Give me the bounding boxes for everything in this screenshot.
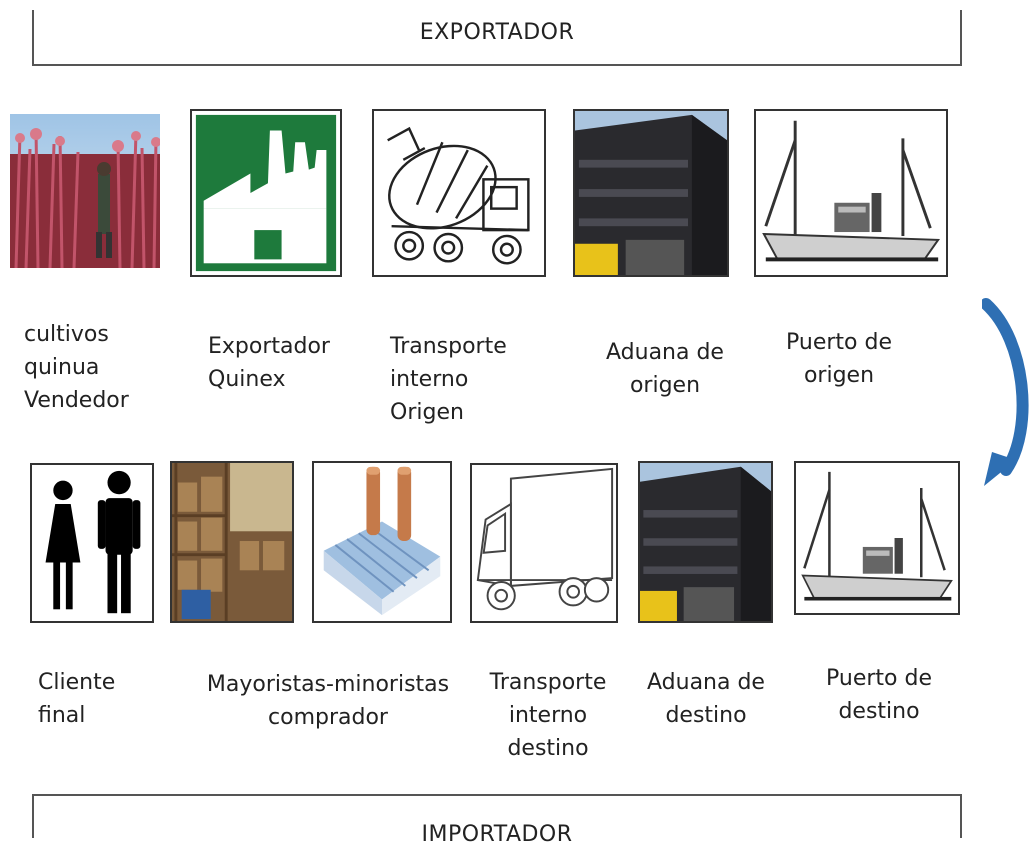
customs-building-photo-destination <box>638 461 773 623</box>
ship-icon-destination <box>794 461 960 615</box>
label-wholesale-retail: Mayoristas-minoristas comprador <box>206 672 450 730</box>
people-icon <box>30 463 154 623</box>
warehouse-photo <box>170 461 294 623</box>
exporter-label: EXPORTADOR <box>419 20 575 45</box>
label-port-destination: Puerto de destino <box>826 666 932 724</box>
label-transport-destination: Transporte interno destino <box>489 670 607 761</box>
delivery-truck-icon <box>470 463 618 623</box>
label-port-origin: Puerto de origen <box>786 330 892 388</box>
label-customs-destination: Aduana de destino <box>647 670 765 728</box>
customs-building-photo <box>573 109 729 277</box>
label-transport-origin: Transporte interno Origen <box>390 334 507 425</box>
importer-label: IMPORTADOR <box>421 822 573 847</box>
label-final-client: Cliente final <box>38 670 116 728</box>
exporter-bracket: EXPORTADOR <box>32 10 962 66</box>
quinoa-field-photo <box>10 114 160 268</box>
plant-icon <box>312 461 452 623</box>
mixer-truck-icon <box>372 109 546 277</box>
importer-bracket: IMPORTADOR <box>32 794 962 847</box>
factory-icon <box>190 109 342 277</box>
label-exporter: Exportador Quinex <box>208 334 330 392</box>
label-crops-seller: cultivos quinua Vendedor <box>24 322 129 413</box>
label-customs-origin: Aduana de origen <box>606 340 724 398</box>
ship-icon <box>754 109 948 277</box>
flow-arrow-icon <box>980 290 1032 500</box>
